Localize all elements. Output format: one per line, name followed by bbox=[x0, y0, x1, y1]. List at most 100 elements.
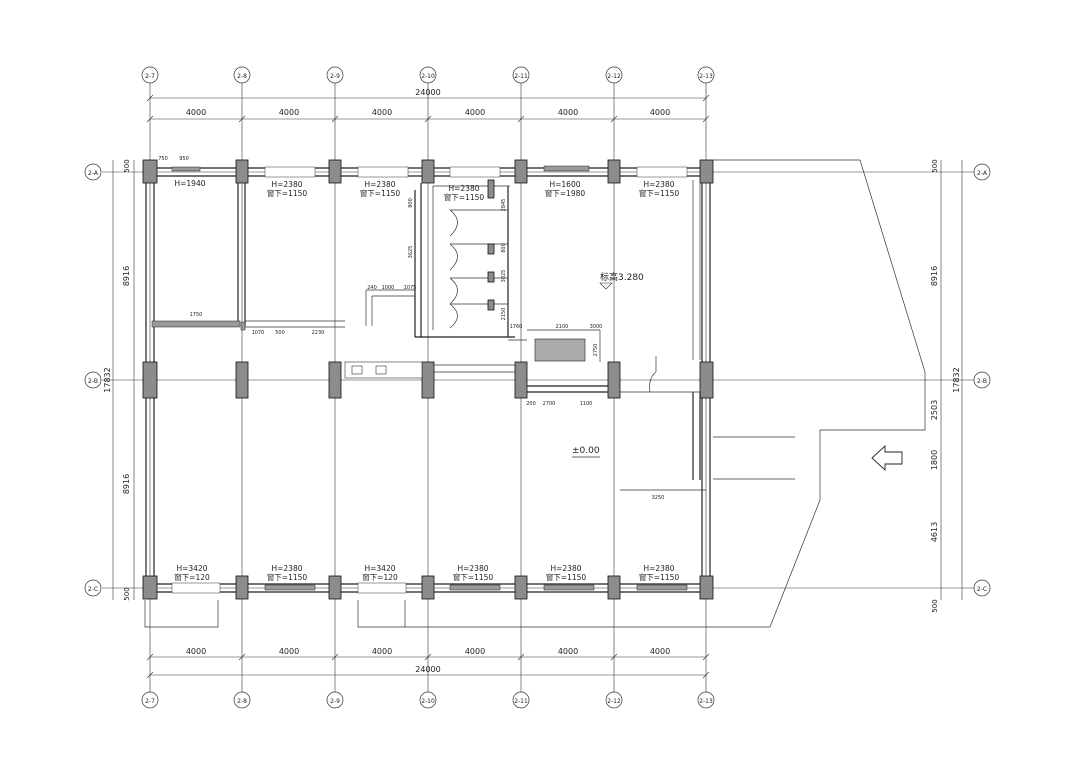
window-sill-label: 窗下=120 bbox=[174, 572, 210, 582]
dimension-total: 24000 bbox=[415, 665, 440, 674]
window-height-label: H=3420 bbox=[364, 564, 395, 573]
interior-partitions bbox=[151, 179, 706, 491]
top-window-labels: H=1940 H=2380 窗下=1150 H=2380 窗下=1150 H=2… bbox=[174, 179, 679, 202]
dimension-span: 8916 bbox=[122, 266, 131, 286]
small-dimension: 2150 bbox=[501, 308, 507, 321]
small-dimension: 2750 bbox=[593, 344, 599, 357]
axis-label: 2-9 bbox=[330, 698, 340, 705]
right-axis-bubbles: 2-A 2-B 2-C bbox=[973, 163, 991, 597]
right-dimensions: 17832 8916 2503 1800 4613 500 500 bbox=[930, 159, 963, 613]
dimension-span: 4000 bbox=[558, 108, 578, 117]
small-dimension: 750 bbox=[158, 156, 168, 162]
axis-label: 2-11 bbox=[514, 698, 528, 705]
window-sill-label: 窗下=1150 bbox=[267, 188, 308, 198]
window-sill-label: 窗下=1150 bbox=[444, 192, 485, 202]
window-sill-label: 窗下=1150 bbox=[546, 572, 587, 582]
axis-label: 2-7 bbox=[145, 698, 155, 705]
dimension-offset: 500 bbox=[931, 159, 939, 172]
dimension-offset: 500 bbox=[123, 159, 131, 172]
top-axis-bubbles: 2-7 2-8 2-9 2-10 2-11 2-12 2-13 bbox=[141, 66, 715, 84]
entrance-platform bbox=[144, 159, 926, 628]
small-dimension: 2845 bbox=[501, 199, 507, 212]
window-sill-label: 窗下=1150 bbox=[267, 572, 308, 582]
small-dimension: 2100 bbox=[556, 324, 569, 330]
window-sill-label: 窗下=1150 bbox=[639, 572, 680, 582]
small-dimension: 500 bbox=[275, 330, 285, 336]
window-height-label: H=2380 bbox=[643, 564, 674, 573]
axis-label: 2-13 bbox=[699, 698, 713, 705]
axis-label: 2-8 bbox=[237, 73, 247, 80]
small-dimension: 950 bbox=[179, 156, 189, 162]
small-dimension: 2230 bbox=[312, 330, 325, 336]
window-sill-label: 窗下=1150 bbox=[639, 188, 680, 198]
axis-label: 2-8 bbox=[237, 698, 247, 705]
window-height-label: H=2380 bbox=[364, 180, 395, 189]
small-dimension: 2700 bbox=[543, 401, 556, 407]
axis-label: 2-9 bbox=[330, 73, 340, 80]
level-marks: 标高3.280 ±0.00 bbox=[572, 271, 644, 458]
dimension-span: 8916 bbox=[930, 266, 939, 286]
axis-label: 2-C bbox=[88, 586, 98, 593]
dimension-total: 24000 bbox=[415, 88, 440, 97]
axis-label: 2-12 bbox=[607, 698, 621, 705]
top-window-openings bbox=[171, 165, 688, 178]
dimension-span: 4613 bbox=[930, 522, 939, 542]
dimension-span: 4000 bbox=[186, 647, 206, 656]
small-dimension: 3625 bbox=[408, 246, 414, 259]
bottom-window-openings bbox=[171, 582, 688, 594]
dimension-span: 4000 bbox=[372, 108, 392, 117]
dimension-span: 4000 bbox=[186, 108, 206, 117]
window-height-label: H=3420 bbox=[176, 564, 207, 573]
window-sill-label: 窗下=120 bbox=[362, 572, 398, 582]
window-height-label: H=2380 bbox=[643, 180, 674, 189]
left-axis-bubbles: 2-A 2-B 2-C bbox=[84, 163, 102, 597]
axis-label: 2-A bbox=[88, 170, 99, 177]
axis-label: 2-10 bbox=[421, 698, 435, 705]
window-height-label: H=2380 bbox=[271, 564, 302, 573]
dimension-span: 4000 bbox=[279, 108, 299, 117]
left-dimensions: 17832 8916 8916 500 500 bbox=[103, 159, 135, 601]
axis-label: 2-11 bbox=[514, 73, 528, 80]
window-height-label: H=1600 bbox=[549, 180, 580, 189]
small-dimension: 1750 bbox=[190, 312, 203, 318]
small-dimension: 800 bbox=[501, 243, 507, 253]
axis-label: 2-10 bbox=[421, 73, 435, 80]
dimension-offset: 500 bbox=[123, 587, 131, 600]
dimension-span: 4000 bbox=[372, 647, 392, 656]
axis-label: 2-13 bbox=[699, 73, 713, 80]
window-height-label: H=2380 bbox=[271, 180, 302, 189]
grid-lines-horizontal bbox=[102, 171, 975, 589]
axis-label: 2-A bbox=[977, 170, 988, 177]
window-sill-label: 窗下=1150 bbox=[360, 188, 401, 198]
top-dimensions: 24000 4000 4000 4000 4000 4000 4000 bbox=[146, 88, 710, 123]
window-sill-label: 窗下=1980 bbox=[545, 188, 586, 198]
small-dimension: 1000 bbox=[382, 285, 395, 291]
dimension-total: 17832 bbox=[952, 367, 961, 392]
dimension-span: 4000 bbox=[465, 647, 485, 656]
small-dimension: 1760 bbox=[510, 324, 523, 330]
small-dimension: 1075 bbox=[404, 285, 417, 291]
dimension-span: 4000 bbox=[650, 108, 670, 117]
dimension-span: 1800 bbox=[930, 450, 939, 470]
bottom-window-labels: H=3420 窗下=120 H=2380 窗下=1150 H=3420 窗下=1… bbox=[174, 564, 679, 582]
axis-label: 2-B bbox=[977, 378, 987, 385]
dimension-span: 4000 bbox=[465, 108, 485, 117]
structural-columns bbox=[142, 159, 714, 600]
axis-label: 2-12 bbox=[607, 73, 621, 80]
dimension-span: 4000 bbox=[650, 647, 670, 656]
small-dimension: 1100 bbox=[580, 401, 593, 407]
dimension-span: 8916 bbox=[122, 474, 131, 494]
axis-label: 2-B bbox=[88, 378, 98, 385]
window-sill-label: 窗下=1150 bbox=[453, 572, 494, 582]
axis-label: 2-C bbox=[977, 586, 987, 593]
dimension-span: 4000 bbox=[558, 647, 578, 656]
dimension-total: 17832 bbox=[103, 367, 112, 392]
small-dimension: 3000 bbox=[590, 324, 603, 330]
axis-label: 2-7 bbox=[145, 73, 155, 80]
window-height-label: H=2380 bbox=[448, 184, 479, 193]
level-ground: ±0.00 bbox=[572, 446, 600, 456]
entrance-arrow-icon bbox=[871, 444, 903, 472]
bottom-dimensions: 4000 4000 4000 4000 4000 4000 24000 bbox=[146, 647, 710, 679]
small-dimension: 800 bbox=[408, 198, 414, 208]
